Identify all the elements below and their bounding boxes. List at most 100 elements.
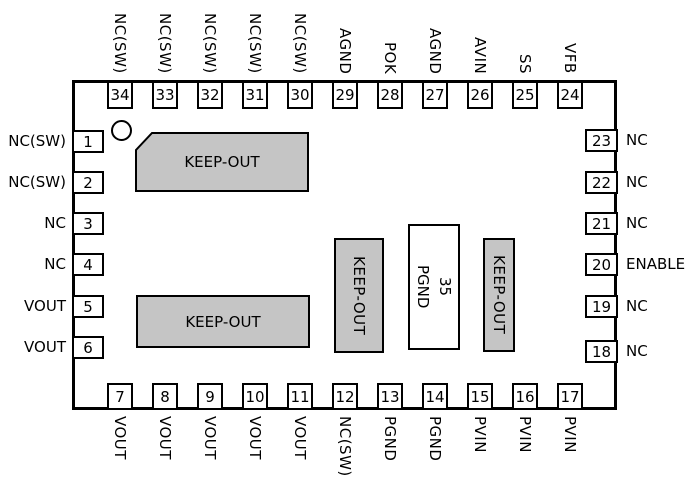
pin-label-8: VOUT — [143, 416, 187, 482]
pin-label-6: VOUT — [24, 338, 66, 356]
keepout-bar-right-label: KEEP-OUT — [490, 255, 508, 335]
pin-label-34: NC(SW) — [98, 6, 142, 74]
pin-label-3: NC — [44, 214, 66, 232]
pin-label-29: AGND — [323, 6, 367, 74]
pin-label-4: NC — [44, 255, 66, 273]
keepout-top-label: KEEP-OUT — [184, 153, 260, 171]
pin-name: POK — [381, 41, 399, 74]
pin-number: 10 — [245, 387, 265, 406]
pin-box-2: 2 — [72, 171, 104, 194]
pin-number: 16 — [515, 387, 535, 406]
pin-box-9: 9 — [197, 383, 223, 410]
pin-box-30: 30 — [287, 81, 313, 109]
pin-name: NC(SW) — [156, 13, 174, 74]
pin-label-14: PGND — [413, 416, 457, 482]
pin-box-27: 27 — [422, 81, 448, 109]
pin-label-12: NC(SW) — [323, 416, 367, 482]
pin-label-20: ENABLE — [626, 255, 686, 273]
pin-label-11: VOUT — [278, 416, 322, 482]
pin-number: 28 — [380, 86, 400, 104]
pin-label-31: NC(SW) — [233, 6, 277, 74]
pin-box-11: 11 — [287, 383, 313, 410]
pin-label-2: NC(SW) — [8, 173, 66, 191]
pin-number: 33 — [155, 86, 175, 104]
keepout-bar-right: KEEP-OUT — [483, 238, 515, 352]
pin-number: 9 — [205, 387, 215, 406]
pin-box-17: 17 — [557, 383, 583, 410]
pin-label-24: VFB — [548, 6, 592, 74]
pin-box-6: 6 — [72, 336, 104, 359]
pin-number: 27 — [425, 86, 445, 104]
pin-number: 6 — [83, 338, 93, 357]
pin-number: 22 — [591, 173, 612, 192]
pin-name: PGND — [381, 416, 399, 462]
pin-number: 5 — [83, 297, 93, 316]
pin-name: NC(SW) — [201, 13, 219, 74]
pin-label-5: VOUT — [24, 297, 66, 315]
pin-box-28: 28 — [377, 81, 403, 109]
pin-box-19: 19 — [585, 295, 618, 318]
pin-box-16: 16 — [512, 383, 538, 410]
pin-number: 19 — [591, 297, 612, 316]
pin-name: VOUT — [201, 416, 219, 460]
pin-box-22: 22 — [585, 171, 618, 194]
pin-name: NC(SW) — [246, 13, 264, 74]
pin-box-26: 26 — [467, 81, 493, 109]
pin-label-1: NC(SW) — [8, 132, 66, 150]
pin-number: 18 — [591, 342, 612, 361]
pin-name: VOUT — [246, 416, 264, 460]
pin-number: 12 — [335, 387, 355, 406]
pin-number: 15 — [470, 387, 490, 406]
thermal-pad: 35 PGND — [408, 224, 460, 350]
pin-label-18: NC — [626, 342, 648, 360]
pin-label-22: NC — [626, 173, 648, 191]
pin-label-10: VOUT — [233, 416, 277, 482]
pin-label-13: PGND — [368, 416, 412, 482]
pin-label-27: AGND — [413, 6, 457, 74]
pin-label-25: SS — [503, 6, 547, 74]
pin-name: VOUT — [111, 416, 129, 460]
pin-box-24: 24 — [557, 81, 583, 109]
pin-number: 2 — [83, 173, 93, 192]
pin-name: NC(SW) — [336, 416, 354, 477]
pin-label-15: PVIN — [458, 416, 502, 482]
pin-name: PGND — [426, 416, 444, 462]
pin-box-1: 1 — [72, 130, 104, 153]
pin-box-13: 13 — [377, 383, 403, 410]
pin-box-12: 12 — [332, 383, 358, 410]
keepout-lower-left: KEEP-OUT — [136, 295, 310, 348]
pin-box-21: 21 — [585, 212, 618, 235]
pin-name: PVIN — [561, 416, 579, 453]
keepout-bar-left: KEEP-OUT — [334, 238, 384, 353]
pin-label-9: VOUT — [188, 416, 232, 482]
pin-number: 21 — [591, 214, 612, 233]
pin-box-33: 33 — [152, 81, 178, 109]
pin-name: VFB — [561, 43, 579, 74]
pin-number: 25 — [515, 86, 535, 104]
thermal-pad-label: 35 PGND — [414, 265, 454, 309]
keepout-lower-left-label: KEEP-OUT — [185, 312, 261, 331]
pin-box-20: 20 — [585, 253, 618, 276]
pin-name: PVIN — [516, 416, 534, 453]
pin-label-17: PVIN — [548, 416, 592, 482]
keepout-bar-left-label: KEEP-OUT — [350, 255, 368, 336]
pin-number: 4 — [83, 255, 93, 274]
pin-box-10: 10 — [242, 383, 268, 410]
pin-box-18: 18 — [585, 340, 618, 363]
pin-number: 29 — [335, 86, 355, 104]
pin-box-5: 5 — [72, 295, 104, 318]
pin-label-33: NC(SW) — [143, 6, 187, 74]
pin-box-34: 34 — [107, 81, 133, 109]
pin-number: 30 — [290, 86, 310, 104]
pin-name: AGND — [426, 27, 444, 74]
pin-name: AVIN — [471, 36, 489, 74]
pin-number: 7 — [115, 387, 125, 406]
pin-label-16: PVIN — [503, 416, 547, 482]
pin-box-29: 29 — [332, 81, 358, 109]
pin-number: 17 — [560, 387, 580, 406]
pin-number: 32 — [200, 86, 220, 104]
pin-number: 13 — [380, 387, 400, 406]
pin-label-26: AVIN — [458, 6, 502, 74]
pin-name: NC(SW) — [291, 13, 309, 74]
